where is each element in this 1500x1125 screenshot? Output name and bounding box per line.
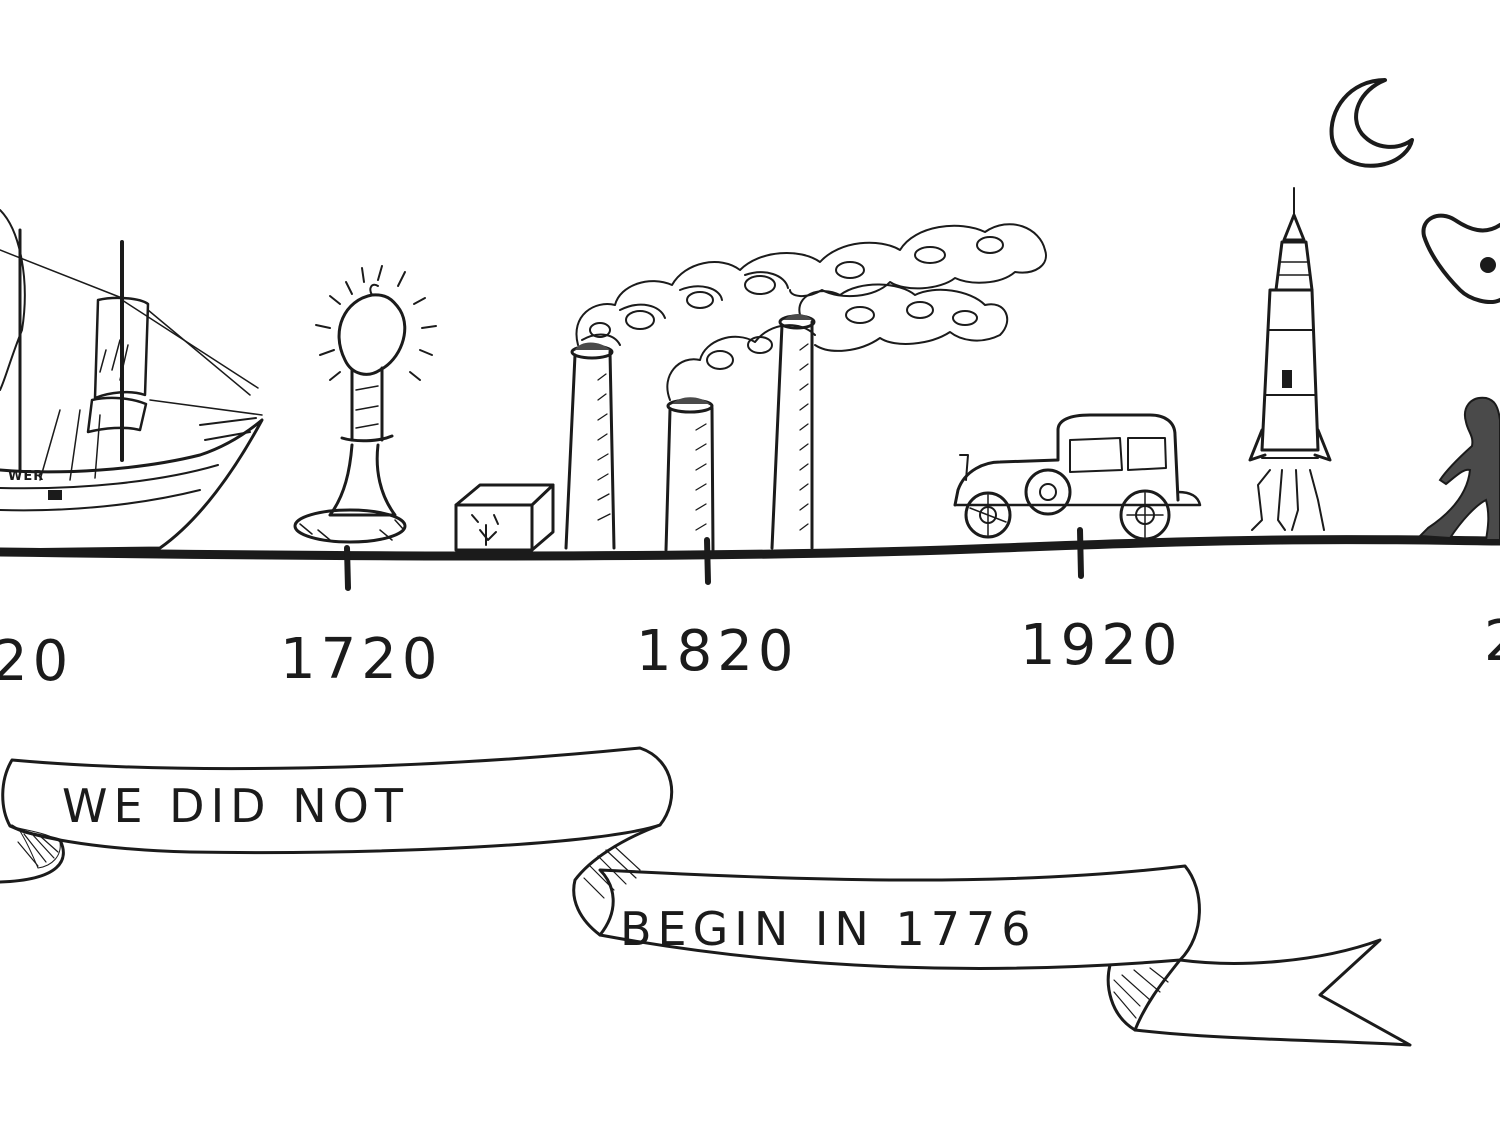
rocket-icon [1248,187,1332,531]
year-label-2020: 2 [1484,609,1500,674]
year-label-1920: 1920 [1020,613,1183,678]
lamp-icon [293,265,437,544]
year-label-1620: 20 [0,629,73,694]
banner-text-line1: WE DID NOT [62,779,409,833]
banner-text-line2: BEGIN IN 1776 [620,902,1037,956]
small-house-icon [454,483,555,552]
factory-smokestacks-icon [564,223,1047,552]
year-label-1820: 1820 [636,619,799,684]
ship-hull-label: WER [8,469,44,484]
ribbon-banner: WE DID NOT BEGIN IN 1776 [0,746,1412,1047]
sailing-ship-icon: WER [0,209,264,552]
timeline-ticks [344,527,1084,591]
crescent-moon-icon [1329,78,1414,168]
walking-figure-icon [1417,396,1500,541]
antique-car-icon [953,413,1202,541]
blob-icon [1421,213,1500,304]
timeline-axis [0,535,1500,561]
year-label-1720: 1720 [280,627,443,692]
